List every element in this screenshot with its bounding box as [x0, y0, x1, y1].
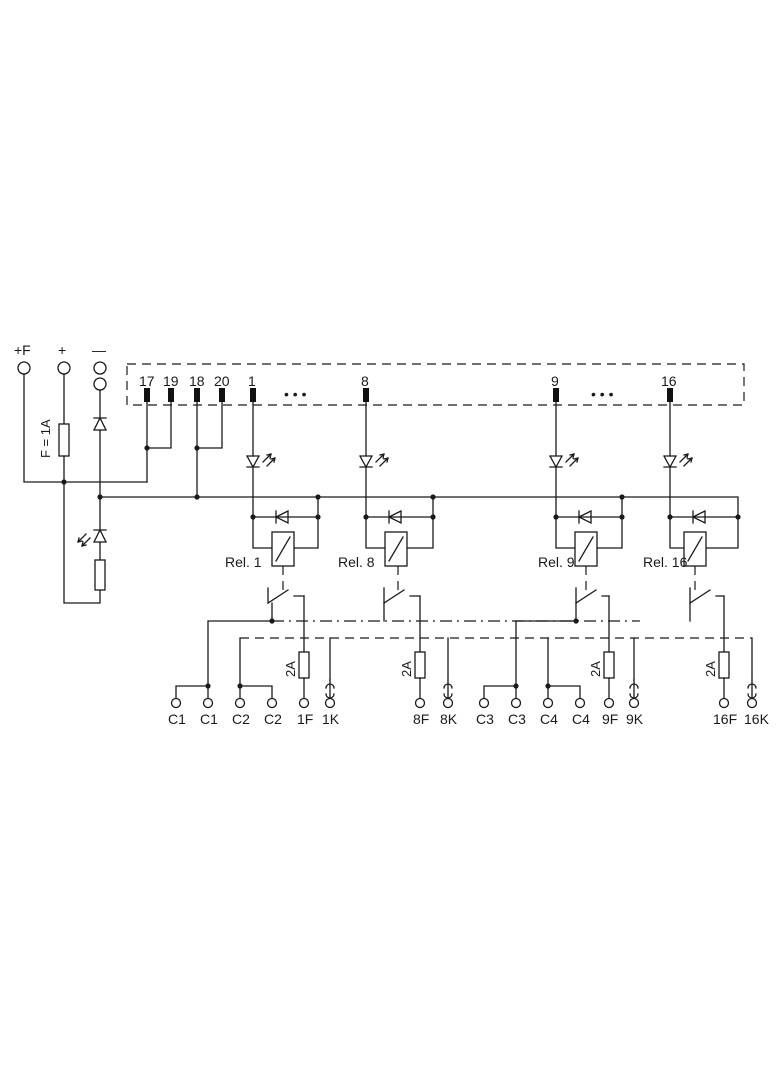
pin-label-20: 20	[214, 373, 230, 389]
pin-label-1: 1	[248, 373, 256, 389]
freewheel-diode-icon	[691, 509, 706, 525]
pin-label-18: 18	[189, 373, 205, 389]
header-pin-labels: 17 19 18 20 1 8 9 16 • • • • • •	[139, 373, 677, 402]
header-connector-outline	[126, 363, 745, 406]
relay-contact-icon	[689, 587, 725, 605]
terminal-label: C3	[508, 711, 526, 727]
output-fuse	[414, 651, 426, 679]
relay-label: Rel. 16	[643, 554, 688, 570]
terminal-label: 16F	[713, 711, 737, 727]
terminal-label: 1F	[297, 711, 313, 727]
freewheel-diode-icon	[387, 509, 402, 525]
main-fuse	[58, 423, 70, 457]
terminal-label: 9K	[626, 711, 644, 727]
terminal-label: 8F	[413, 711, 429, 727]
pin-label-17: 17	[139, 373, 155, 389]
terminal-label: 1K	[322, 711, 340, 727]
relay-channel-9: Rel. 9 2A	[483, 401, 635, 699]
relay-label: Rel. 9	[538, 554, 575, 570]
relay-contact-icon	[383, 587, 421, 605]
label-plus: +	[58, 342, 66, 358]
relay-coil-icon	[574, 531, 598, 567]
output-fuse-label: 2A	[283, 661, 298, 677]
power-led-resistor	[94, 559, 106, 591]
pin-label-16: 16	[661, 373, 677, 389]
ellipsis-right: • • •	[591, 386, 614, 402]
pin-label-9: 9	[551, 373, 559, 389]
relay-label: Rel. 1	[225, 554, 262, 570]
relay-contact-icon	[575, 587, 610, 605]
output-fuse-label: 2A	[588, 661, 603, 677]
relay-coil-icon	[683, 531, 707, 567]
pin-label-19: 19	[163, 373, 179, 389]
power-terminal-plus: +	[57, 342, 71, 375]
main-fuse-label: F = 1A	[38, 419, 53, 458]
status-led-icon	[359, 453, 389, 469]
power-terminal-minus: —	[92, 342, 107, 391]
terminal-label: 16K	[744, 711, 770, 727]
output-fuse	[603, 651, 615, 679]
terminal-label: C2	[232, 711, 250, 727]
output-fuse	[718, 651, 730, 679]
label-minus: —	[92, 342, 106, 358]
terminal-label: C4	[540, 711, 558, 727]
relay-coil-icon	[384, 531, 408, 567]
relay-channel-16: Rel. 16 2A	[643, 401, 753, 699]
power-led-icon	[77, 528, 108, 547]
output-fuse	[298, 651, 310, 679]
relay-channel-1: Rel. 1 2A	[175, 401, 331, 699]
status-led-icon	[549, 453, 579, 469]
label-plus-f: +F	[14, 342, 31, 358]
k-diode-symbols	[325, 683, 757, 699]
header-pins	[144, 388, 673, 402]
ellipsis-left: • • •	[284, 386, 307, 402]
output-fuse-label: 2A	[399, 661, 414, 677]
terminal-label: C3	[476, 711, 494, 727]
bottom-terminal-block: C1 C1 C2 C2 1F 1K 8F 8K C3 C3 C4 C4 9F 9…	[168, 679, 770, 727]
status-led-icon	[663, 453, 693, 469]
terminal-label: C2	[264, 711, 282, 727]
relay-contact-icon	[267, 587, 305, 605]
reverse-diode-icon	[92, 416, 108, 431]
output-fuse-label: 2A	[703, 661, 718, 677]
terminal-label: 9F	[602, 711, 618, 727]
relay-channel-8: Rel. 8 2A	[338, 401, 449, 699]
freewheel-diode-icon	[577, 509, 592, 525]
terminal-label: C4	[572, 711, 590, 727]
pin-label-8: 8	[361, 373, 369, 389]
relay-coil-icon	[271, 531, 295, 567]
status-led-icon	[246, 453, 276, 469]
terminal-label: C1	[200, 711, 218, 727]
terminal-label: C1	[168, 711, 186, 727]
power-terminal-plus-f: +F	[14, 342, 31, 375]
freewheel-diode-icon	[274, 509, 289, 525]
relay-label: Rel. 8	[338, 554, 375, 570]
terminal-label: 8K	[440, 711, 458, 727]
